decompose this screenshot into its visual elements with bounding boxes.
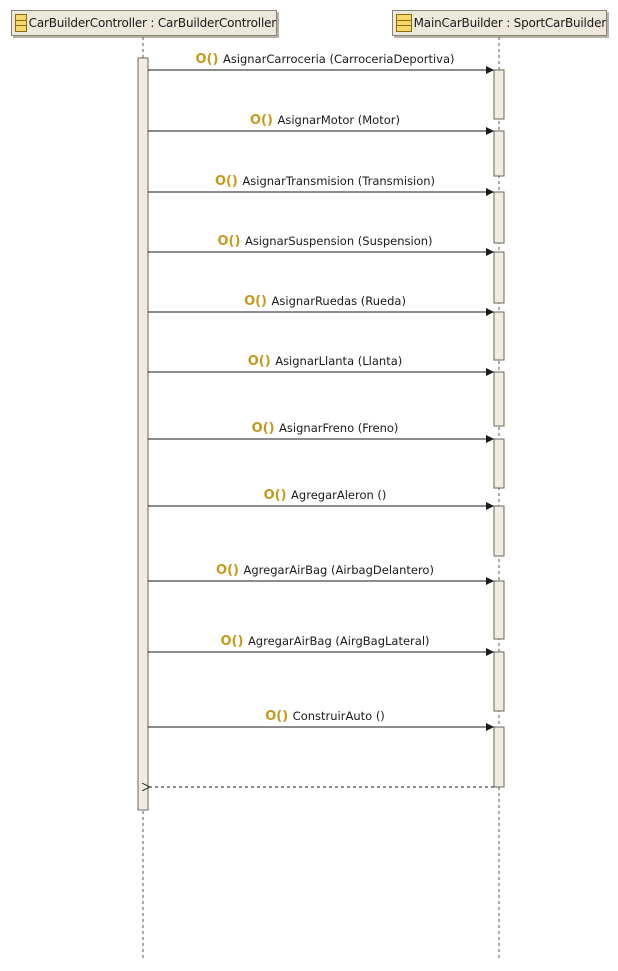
operation-icon: O() <box>244 294 271 309</box>
message-label[interactable]: O() ConstruirAuto () <box>265 709 385 724</box>
operation-icon: O() <box>217 234 244 249</box>
activation-bar-target <box>493 69 505 120</box>
message-text: AsignarMotor (Motor) <box>277 113 400 127</box>
lifeline-maincarbuilder[interactable]: MainCarBuilder : SportCarBuilder <box>392 10 607 36</box>
lifeline-label: MainCarBuilder : SportCarBuilder <box>413 16 607 30</box>
lifeline-carbuildercontroller[interactable]: CarBuilderController : CarBuilderControl… <box>11 10 277 36</box>
message-text: AgregarAirBag (AirgBagLateral) <box>248 634 430 648</box>
operation-icon: O() <box>216 563 243 578</box>
message-label[interactable]: O() AsignarSuspension (Suspension) <box>217 234 432 249</box>
message-text: AsignarTransmision (Transmision) <box>242 174 435 188</box>
message-label[interactable]: O() AsignarLlanta (Llanta) <box>248 354 403 369</box>
operation-icon: O() <box>264 488 291 503</box>
activation-bar-target <box>493 580 505 640</box>
message-label[interactable]: O() AgregarAleron () <box>264 488 387 503</box>
operation-icon: O() <box>195 52 222 67</box>
message-label[interactable]: O() AsignarRuedas (Rueda) <box>244 294 406 309</box>
operation-icon: O() <box>248 354 275 369</box>
message-label[interactable]: O() AsignarCarroceria (CarroceriaDeporti… <box>195 52 454 67</box>
activation-bar-target <box>493 251 505 304</box>
activation-bar-target <box>493 191 505 244</box>
lifeline-label: CarBuilderController : CarBuilderControl… <box>28 16 277 30</box>
message-text: AgregarAirBag (AirbagDelantero) <box>244 563 434 577</box>
activation-bar-caller <box>137 57 149 811</box>
message-label[interactable]: O() AsignarFreno (Freno) <box>252 421 399 436</box>
activation-bar-target <box>493 130 505 177</box>
operation-icon: O() <box>250 113 277 128</box>
activation-bar-target <box>493 726 505 788</box>
activation-bar-target <box>493 505 505 557</box>
message-label[interactable]: O() AsignarMotor (Motor) <box>250 113 400 128</box>
message-label[interactable]: O() AgregarAirBag (AirgBagLateral) <box>220 634 429 649</box>
message-label[interactable]: O() AsignarTransmision (Transmision) <box>215 174 435 189</box>
message-text: AsignarLlanta (Llanta) <box>275 354 402 368</box>
activation-bar-target <box>493 371 505 427</box>
message-text: ConstruirAuto () <box>293 709 385 723</box>
message-text: AgregarAleron () <box>291 488 386 502</box>
activation-bar-target <box>493 311 505 361</box>
message-text: AsignarRuedas (Rueda) <box>272 294 406 308</box>
operation-icon: O() <box>215 174 242 189</box>
message-text: AsignarSuspension (Suspension) <box>245 234 433 248</box>
operation-icon: O() <box>265 709 292 724</box>
activation-bar-target <box>493 651 505 712</box>
class-icon <box>396 14 412 32</box>
message-text: AsignarFreno (Freno) <box>279 421 398 435</box>
operation-icon: O() <box>220 634 247 649</box>
message-label[interactable]: O() AgregarAirBag (AirbagDelantero) <box>216 563 434 578</box>
activation-bar-target <box>493 438 505 489</box>
message-text: AsignarCarroceria (CarroceriaDeportiva) <box>223 52 455 66</box>
class-icon <box>15 14 27 32</box>
operation-icon: O() <box>252 421 279 436</box>
